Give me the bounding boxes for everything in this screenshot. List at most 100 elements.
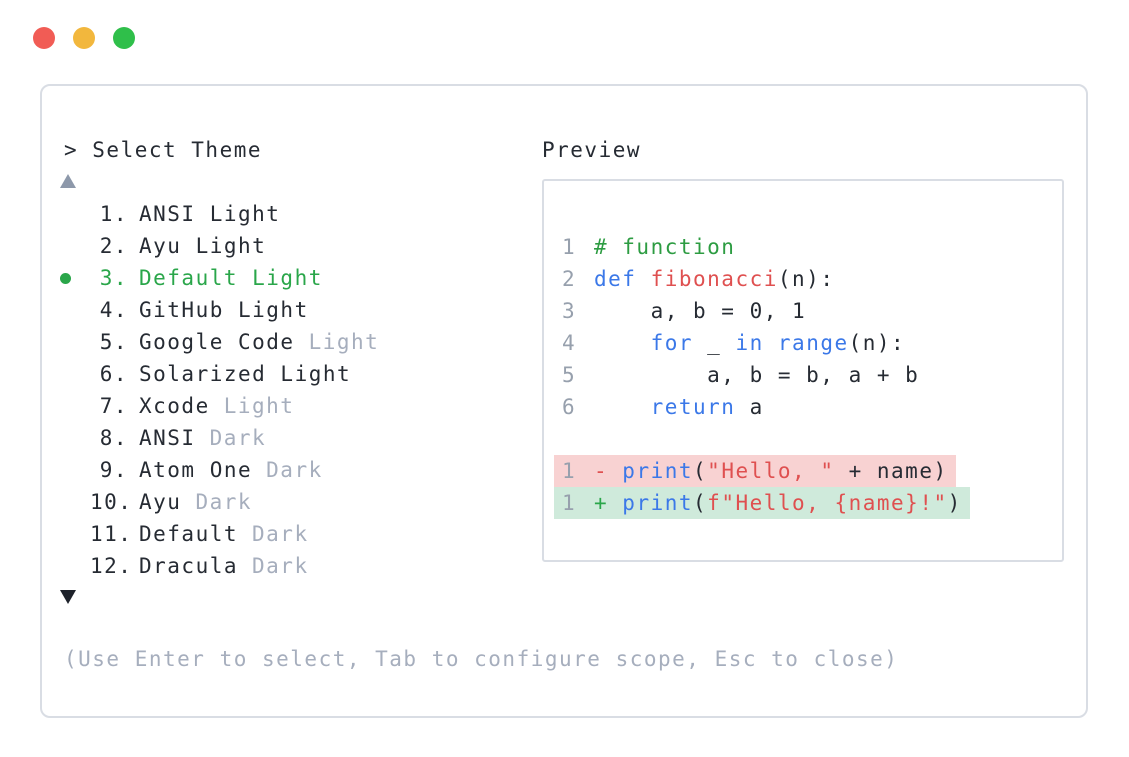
code-token-fn: fibonacci xyxy=(650,267,778,291)
theme-option-2[interactable]: 2. Ayu Light xyxy=(42,230,512,262)
selected-theme-dot-icon xyxy=(60,272,71,284)
theme-option-number: 12. xyxy=(90,554,133,578)
theme-option-number: 8. xyxy=(99,426,128,450)
code-line-3: 3 a, b = 0, 1 xyxy=(562,295,806,327)
keyboard-hint: (Use Enter to select, Tab to configure s… xyxy=(64,647,899,671)
line-number: 1 xyxy=(562,459,577,483)
code-token-pl xyxy=(764,331,778,355)
code-line-4: 4 for _ in range(n): xyxy=(562,327,905,359)
theme-option-number: 4. xyxy=(99,298,128,322)
code-line-6: 6 return a xyxy=(562,391,764,423)
code-token-str: "Hello, " xyxy=(707,459,835,483)
theme-option-number: 7. xyxy=(99,394,128,418)
code-token-pl: ( xyxy=(693,491,708,515)
diff-added-line: 1+ print(f"Hello, {name}!") xyxy=(554,487,970,519)
line-number: 3 xyxy=(562,299,577,323)
code-token-kw: for xyxy=(650,331,694,355)
code-token-pl: a, b = b, a + b xyxy=(594,363,920,387)
code-token-pl: (n): xyxy=(777,267,835,291)
theme-option-name: Dracula xyxy=(139,554,239,578)
code-token-kw: def xyxy=(594,267,637,291)
code-token-del: - xyxy=(594,459,623,483)
theme-option-12[interactable]: 12.Dracula Dark xyxy=(42,550,512,582)
theme-option-variant: Dark xyxy=(252,554,309,578)
scroll-down-icon[interactable] xyxy=(60,590,76,604)
code-token-kw: print xyxy=(622,459,694,483)
theme-option-number: 5. xyxy=(99,330,128,354)
code-token-pl: a xyxy=(735,395,764,419)
theme-option-5[interactable]: 5. Google Code Light xyxy=(42,326,512,358)
theme-option-name: Default Light xyxy=(139,266,323,290)
theme-option-number: 3. xyxy=(99,266,128,290)
code-token-pl: (n): xyxy=(848,331,906,355)
theme-option-name: Google Code xyxy=(139,330,295,354)
theme-option-variant: Dark xyxy=(209,426,267,450)
theme-option-name: Solarized Light xyxy=(139,362,352,386)
theme-option-4[interactable]: 4. GitHub Light xyxy=(42,294,512,326)
theme-option-6[interactable]: 6. Solarized Light xyxy=(42,358,512,390)
line-number: 5 xyxy=(562,363,577,387)
theme-option-number: 9. xyxy=(99,458,128,482)
code-line-5: 5 a, b = b, a + b xyxy=(562,359,919,391)
theme-option-10[interactable]: 10.Ayu Dark xyxy=(42,486,512,518)
code-token-pl xyxy=(636,267,650,291)
theme-option-number: 11. xyxy=(90,522,133,546)
code-token-pl xyxy=(594,331,651,355)
theme-option-7[interactable]: 7. Xcode Light xyxy=(42,390,512,422)
close-window-button[interactable] xyxy=(33,27,55,49)
code-token-com: # function xyxy=(594,235,736,259)
line-number: 4 xyxy=(562,331,577,355)
theme-option-name: GitHub Light xyxy=(139,298,309,322)
diff-removed-line: 1- print("Hello, " + name) xyxy=(554,455,956,487)
code-token-pl: a, b = 0, 1 xyxy=(594,299,807,323)
theme-option-9[interactable]: 9. Atom One Dark xyxy=(42,454,512,486)
theme-option-number: 10. xyxy=(90,490,133,514)
theme-option-name: Ayu xyxy=(139,490,182,514)
select-theme-prompt: > Select Theme xyxy=(64,138,263,162)
code-token-pl: + name) xyxy=(834,459,948,483)
line-number: 1 xyxy=(562,235,577,259)
theme-option-name: ANSI Light xyxy=(139,202,281,226)
preview-title: Preview xyxy=(542,138,642,162)
code-token-add: + xyxy=(594,491,623,515)
code-line-7 xyxy=(562,423,594,455)
code-token-kw: range xyxy=(777,331,849,355)
code-line-2: 2 def fibonacci(n): xyxy=(562,263,834,295)
theme-option-name: ANSI xyxy=(139,426,196,450)
theme-option-number: 2. xyxy=(99,234,128,258)
code-token-kw: print xyxy=(622,491,694,515)
theme-option-3[interactable]: 3. Default Light xyxy=(42,262,512,294)
code-token-kw: return xyxy=(650,395,736,419)
code-token-pl xyxy=(594,395,651,419)
theme-option-variant: Dark xyxy=(195,490,253,514)
theme-option-name: Ayu Light xyxy=(139,234,267,258)
code-token-pl: ) xyxy=(947,491,962,515)
theme-option-name: Xcode xyxy=(139,394,210,418)
theme-option-1[interactable]: 1. ANSI Light xyxy=(42,198,512,230)
code-token-pl: _ xyxy=(693,331,736,355)
theme-option-number: 1. xyxy=(99,202,128,226)
line-number: 6 xyxy=(562,395,577,419)
theme-option-variant: Dark xyxy=(252,522,309,546)
zoom-window-button[interactable] xyxy=(113,27,135,49)
code-token-kw: in xyxy=(735,331,764,355)
theme-option-name: Atom One xyxy=(139,458,253,482)
window-controls xyxy=(33,27,135,49)
line-number: 2 xyxy=(562,267,577,291)
scroll-up-icon[interactable] xyxy=(60,174,76,188)
theme-option-11[interactable]: 11.Default Dark xyxy=(42,518,512,550)
theme-option-variant: Dark xyxy=(266,458,323,482)
minimize-window-button[interactable] xyxy=(73,27,95,49)
theme-option-variant: Light xyxy=(223,394,295,418)
theme-option-8[interactable]: 8. ANSI Dark xyxy=(42,422,512,454)
code-line-1: 1 # function xyxy=(562,231,735,263)
line-number: 1 xyxy=(562,491,577,515)
theme-option-name: Default xyxy=(139,522,239,546)
theme-option-variant: Light xyxy=(308,330,380,354)
code-token-pl: ( xyxy=(693,459,708,483)
theme-option-number: 6. xyxy=(99,362,128,386)
theme-selector-dialog: > Select Theme 1. ANSI Light 2. Ayu Light 3.… xyxy=(40,84,1088,718)
